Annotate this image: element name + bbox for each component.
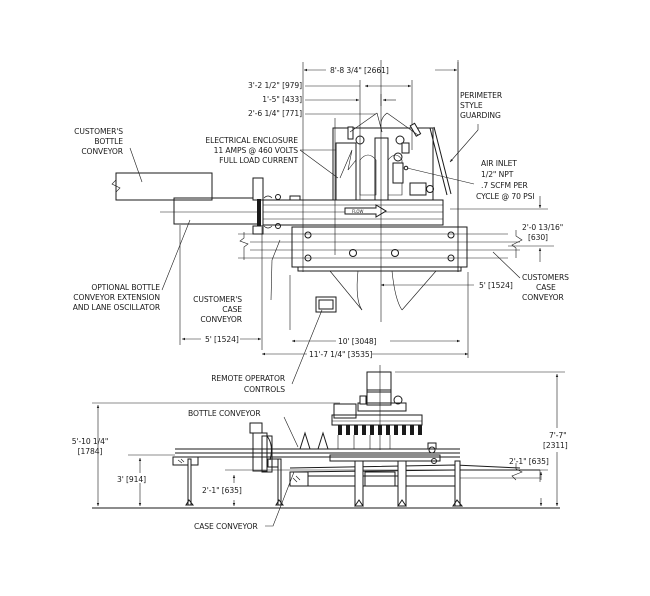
dim-b-label: 1'-5" [433] bbox=[262, 95, 302, 104]
customers-case-conveyor-left-label-3: CONVEYOR bbox=[200, 315, 242, 324]
air-inlet-label-4: CYCLE @ 70 PSI bbox=[476, 192, 534, 201]
air-inlet-label-1: AIR INLET bbox=[481, 159, 517, 168]
dimension-conveyor-top: 5'-10 1/4" [1784] bbox=[72, 405, 108, 506]
case-conveyor-height-right-label: 2'-1" [635] bbox=[509, 457, 549, 466]
side-view: 5'-10 1/4" [1784] 3' [914] bbox=[72, 365, 568, 531]
optional-extension-label-2: CONVEYOR EXTENSION bbox=[73, 293, 160, 302]
perimeter-guarding-callout: PERIMETER STYLE GUARDING bbox=[449, 60, 503, 272]
customers-case-conveyor-right-label-2: CASE bbox=[536, 283, 556, 292]
flow-arrow-icon: FLOW bbox=[344, 204, 387, 218]
air-inlet-label-3: .7 SCFM PER bbox=[481, 181, 528, 190]
customers-bottle-conveyor: CUSTOMER'S BOTTLE CONVEYOR bbox=[74, 127, 213, 201]
customers-bottle-conveyor-label-3: CONVEYOR bbox=[81, 147, 123, 156]
perimeter-guarding-label-2: STYLE bbox=[460, 101, 483, 110]
case-conveyor-label: CASE CONVEYOR bbox=[194, 522, 258, 531]
dimension-overall-height: 7'-7" [2311] bbox=[540, 374, 568, 506]
perimeter-guarding-label-3: GUARDING bbox=[460, 111, 501, 120]
dim-c-label: 2'-6 1/4" [771] bbox=[248, 109, 302, 118]
machine-head bbox=[332, 112, 452, 201]
remote-operator-controls: REMOTE OPERATOR CONTROLS bbox=[211, 296, 337, 394]
length-dimensions: 5' [1524] 10' [3048] 11'-7 1/4" [3535] bbox=[182, 272, 469, 359]
overall-height-label: 7'-7" bbox=[549, 431, 566, 440]
length-11-label: 11'-7 1/4" [3535] bbox=[309, 350, 373, 359]
right-offset-label: 5' [1524] bbox=[479, 281, 513, 290]
lane-oscillator bbox=[252, 177, 281, 235]
machine-bottle-conveyor: FLOW bbox=[262, 195, 444, 226]
remote-operator-label-2: CONTROLS bbox=[244, 385, 285, 394]
case-conveyor-callout: CASE CONVEYOR bbox=[194, 471, 295, 531]
side-bottle-conveyor: BOTTLE CONVEYOR bbox=[172, 409, 460, 506]
overall-height-mm-label: [2311] bbox=[543, 441, 568, 450]
dim-a-label: 3'-2 1/2" [979] bbox=[248, 81, 302, 90]
left-offset-label: 5' [1524] bbox=[205, 335, 239, 344]
bottle-conveyor-label: BOTTLE CONVEYOR bbox=[188, 409, 261, 418]
customers-case-conveyor-left-callout: CUSTOMER'S CASE CONVEYOR bbox=[193, 227, 281, 350]
air-inlet-label-2: 1/2" NPT bbox=[481, 170, 514, 179]
overall-width-label: 8'-8 3/4" [2661] bbox=[330, 66, 389, 75]
dimension-case-conveyor-right: 2'-1" [635] bbox=[509, 457, 549, 506]
customers-case-conveyor-left-label-2: CASE bbox=[222, 305, 242, 314]
length-10-label: 10' [3048] bbox=[338, 337, 377, 346]
customers-case-conveyor-right-label-3: CONVEYOR bbox=[522, 293, 564, 302]
dimension-overall-width: 8'-8 3/4" [2661] bbox=[302, 62, 459, 272]
dimension-case-conveyor-left: 2'-1" [635] bbox=[202, 475, 242, 506]
dimension-stack: 3'-2 1/2" [979] 1'-5" [433] 2'-6 1/4" [7… bbox=[248, 80, 413, 255]
optional-extension-label-3: AND LANE OSCILLATOR bbox=[73, 303, 161, 312]
flow-label: FLOW bbox=[352, 209, 364, 214]
side-machine bbox=[329, 365, 464, 507]
case-conveyor-top bbox=[238, 60, 523, 322]
case-conveyor-height-label: 2'-0 13/16" bbox=[522, 223, 563, 232]
case-conveyor-height-mm-label: [630] bbox=[528, 233, 548, 242]
dimension-bottle-conveyor-height: 3' [914] bbox=[115, 454, 175, 506]
gripper-heads bbox=[338, 425, 422, 435]
conveyor-top-mm-label: [1784] bbox=[78, 447, 103, 456]
electrical-enclosure-callout: ELECTRICAL ENCLOSURE 11 AMPS @ 460 VOLTS… bbox=[205, 136, 339, 179]
bottle-conveyor-height-label: 3' [914] bbox=[117, 475, 146, 484]
customers-bottle-conveyor-label-2: BOTTLE bbox=[94, 137, 123, 146]
customers-bottle-conveyor-label-1: CUSTOMER'S bbox=[74, 127, 123, 136]
electrical-enclosure-label-1: ELECTRICAL ENCLOSURE bbox=[205, 136, 298, 145]
air-inlet-callout: AIR INLET 1/2" NPT .7 SCFM PER CYCLE @ 7… bbox=[403, 159, 548, 210]
case-conveyor-height-dimension: 2'-0 13/16" [630] CUSTOMERS CASE CONVEYO… bbox=[381, 223, 569, 302]
conveyor-top-label: 5'-10 1/4" bbox=[72, 437, 108, 446]
top-view: 8'-8 3/4" [2661] 3'-2 1/2" [979] 1'-5" [… bbox=[73, 60, 569, 394]
customers-case-conveyor-right-label-1: CUSTOMERS bbox=[522, 273, 569, 282]
perimeter-guarding-label-1: PERIMETER bbox=[460, 91, 503, 100]
electrical-enclosure-label-2: 11 AMPS @ 460 VOLTS bbox=[214, 146, 299, 155]
electrical-enclosure-label-3: FULL LOAD CURRENT bbox=[219, 156, 298, 165]
optional-extension-label-1: OPTIONAL BOTTLE bbox=[91, 283, 160, 292]
case-conveyor-height-left-label: 2'-1" [635] bbox=[202, 486, 242, 495]
customers-case-conveyor-left-label-1: CUSTOMER'S bbox=[193, 295, 242, 304]
remote-operator-label-1: REMOTE OPERATOR bbox=[211, 374, 286, 383]
